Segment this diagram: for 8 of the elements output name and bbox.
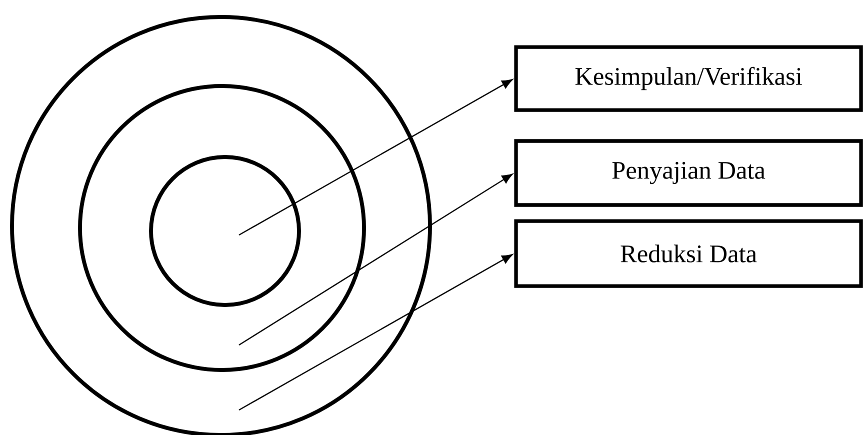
arrow [238, 79, 513, 236]
circle [149, 155, 301, 307]
circle [78, 84, 366, 372]
label-box: Reduksi Data [514, 219, 863, 288]
label-box: Kesimpulan/Verifikasi [514, 45, 863, 112]
arrow [238, 174, 513, 346]
arrow [238, 254, 513, 411]
label-box: Penyajian Data [514, 139, 863, 207]
